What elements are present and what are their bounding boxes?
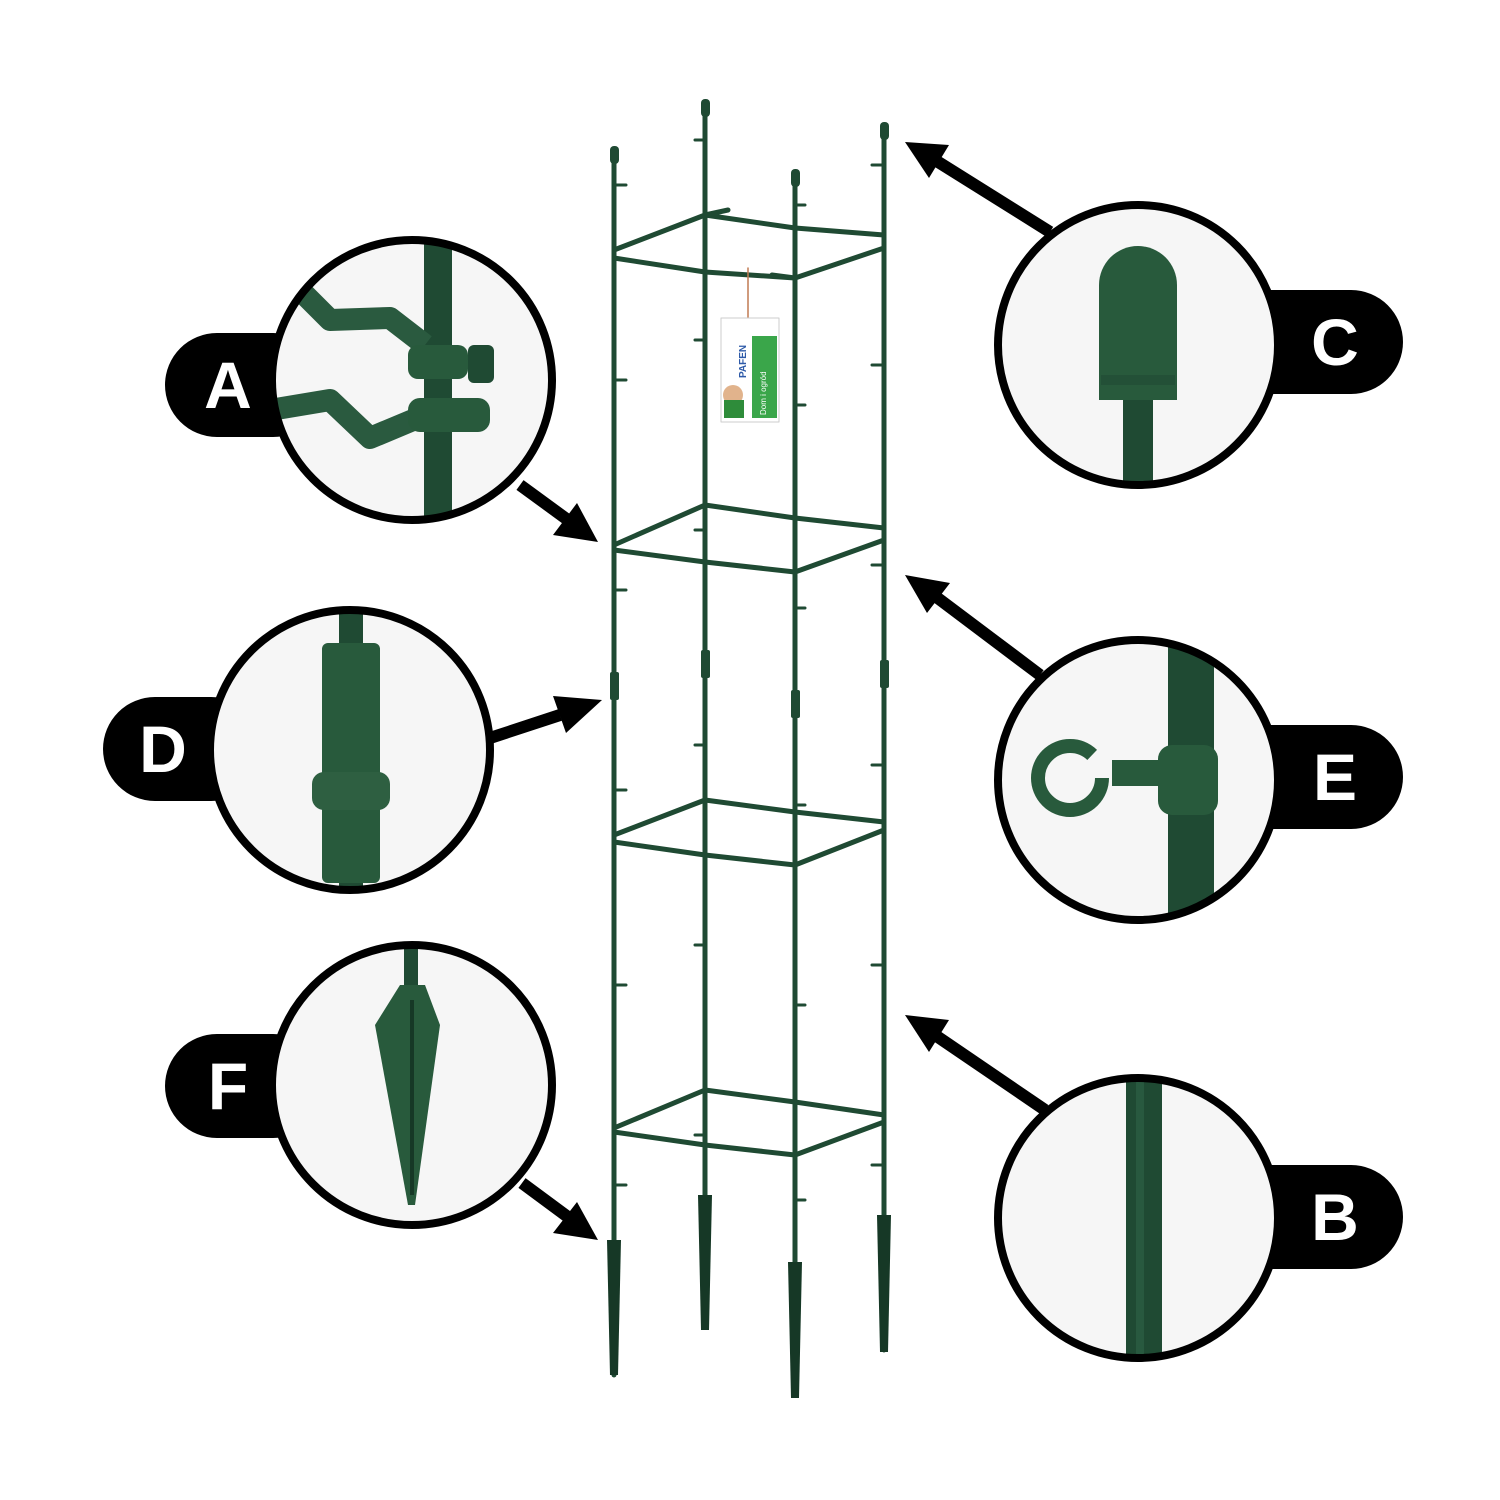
coated-pole-icon [1126, 1078, 1162, 1358]
frame-2 [611, 502, 887, 575]
callout-letter-d: D [139, 712, 187, 786]
callout-letter-b: B [1311, 1180, 1359, 1254]
frame-4 [611, 1087, 887, 1158]
detail-circle-b [994, 1074, 1282, 1362]
hook-clip-icon [1031, 640, 1218, 920]
hook-clips [612, 138, 886, 1202]
detail-circle-d [206, 606, 494, 894]
arrow-d [488, 696, 602, 744]
arrow-c [905, 142, 1054, 238]
arrow-e [905, 575, 1044, 680]
callout-letter-a: A [204, 348, 252, 422]
arrow-f [518, 1178, 598, 1240]
pole-connector-icon [312, 610, 390, 890]
pole-end-caps [610, 99, 889, 187]
arrow-a [516, 480, 598, 542]
tag-slogan-text: Dom i ogród [759, 371, 768, 415]
detail-circle-f [268, 941, 556, 1229]
pole-connectors [610, 650, 889, 718]
ground-spikes [607, 1195, 891, 1398]
vertical-poles [611, 102, 887, 1398]
frame-1 [611, 207, 887, 281]
detail-circle-c [994, 201, 1282, 489]
tag-brand-text: PAFEN [738, 345, 749, 378]
horizontal-frames [611, 207, 887, 1158]
ground-spike-icon [375, 945, 440, 1205]
arrow-b [905, 1015, 1049, 1115]
callout-letter-c: C [1311, 305, 1359, 379]
detail-circle-a [268, 236, 556, 524]
product-tag: PAFEN Dom i ogród [720, 267, 780, 423]
plant-support-tower: PAFEN Dom i ogród [607, 99, 891, 1398]
callout-letter-e: E [1313, 740, 1357, 814]
detail-circle-e [994, 636, 1282, 924]
pole-cap-icon [1099, 246, 1177, 485]
frame-3 [611, 797, 887, 868]
callout-letter-f: F [208, 1049, 248, 1123]
